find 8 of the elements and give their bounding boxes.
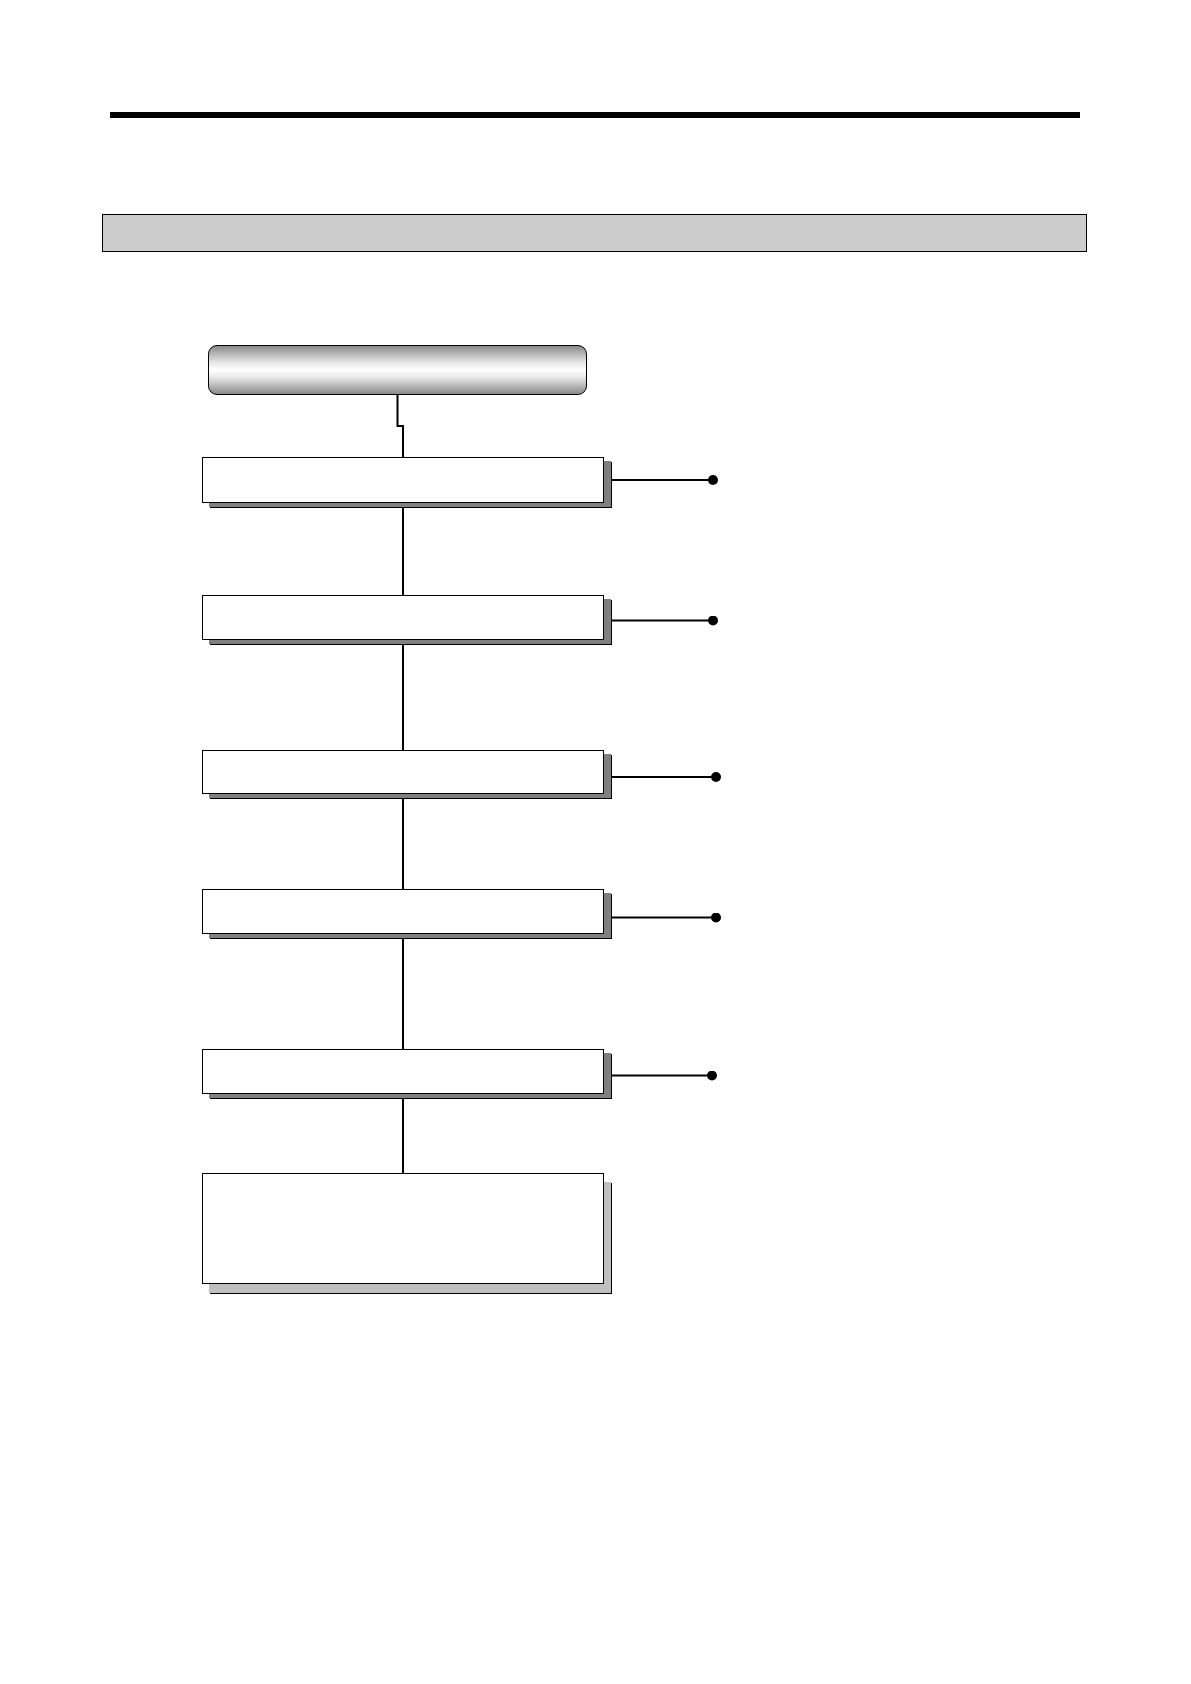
leader-line bbox=[611, 1070, 717, 1081]
section-heading-bar bbox=[102, 214, 1087, 252]
leader-line bbox=[611, 615, 718, 626]
start-terminal bbox=[208, 345, 587, 395]
leader-line bbox=[611, 912, 721, 923]
leader-line bbox=[611, 772, 721, 782]
leader-line bbox=[611, 475, 718, 485]
connector-line bbox=[396, 394, 404, 458]
